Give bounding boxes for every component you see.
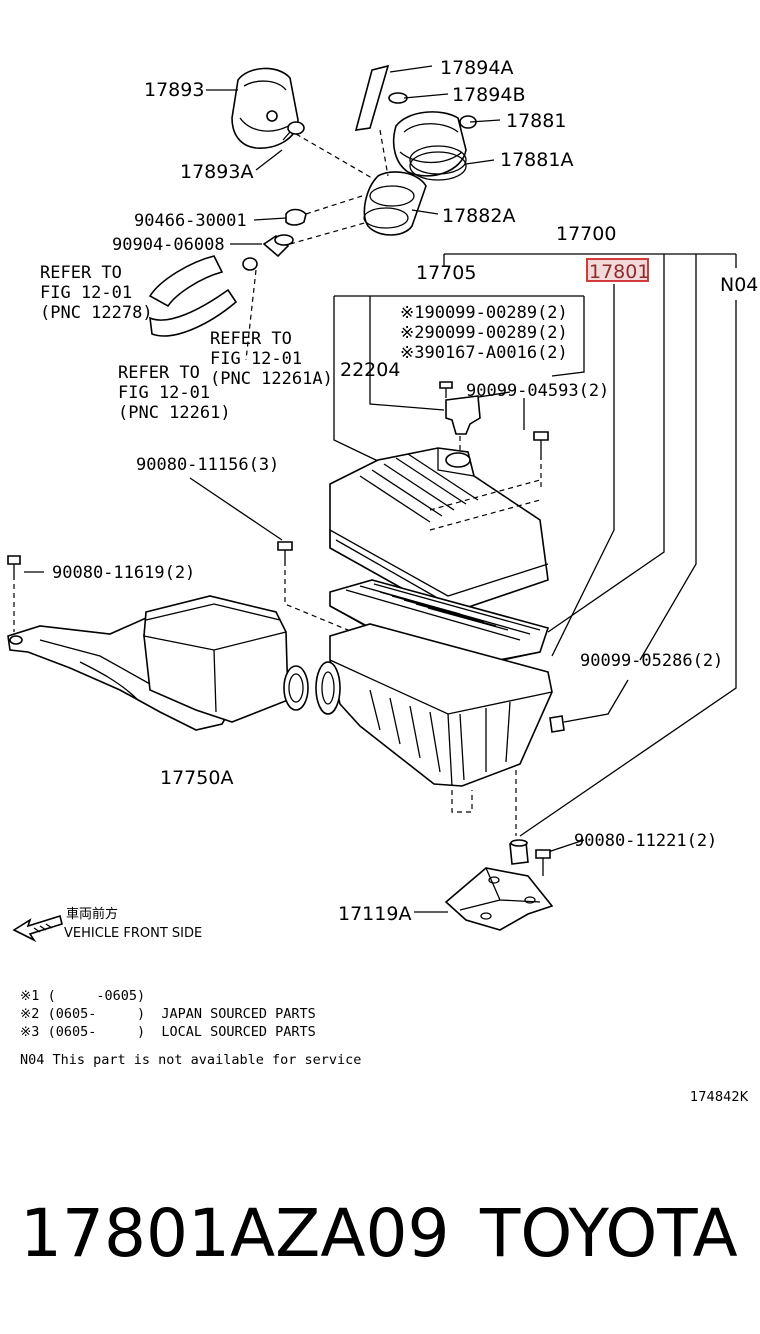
grommet-90099-05286: [549, 715, 565, 733]
screw-90099-04593: [533, 431, 549, 460]
screw-90080-11221: [535, 849, 551, 876]
ref2-line2: FIG 12-01: [210, 349, 302, 369]
label-N04: N04: [720, 274, 758, 296]
label-17882A: 17882A: [442, 205, 515, 227]
label-17893: 17893: [144, 79, 204, 101]
screw-90080-11156: [277, 541, 293, 566]
label-17705: 17705: [416, 262, 476, 284]
ref3-line3: (PNC 12261): [118, 403, 231, 423]
label-90099-00289-1: ※190099-00289(2): [400, 303, 568, 323]
front-side-en: VEHICLE FRONT SIDE: [64, 926, 202, 941]
label-90099-05286: 90099-05286(2): [580, 651, 723, 671]
label-17881: 17881: [506, 110, 566, 132]
ref3-line2: FIG 12-01: [118, 383, 210, 403]
clip-90466: [285, 208, 307, 226]
cushion-17119A: [509, 839, 529, 865]
ref1-line3: (PNC 12278): [40, 303, 153, 323]
screw-90080-11619: [7, 555, 21, 580]
note-1: ※1 ( -0605): [20, 988, 145, 1004]
note-2: ※2 (0605- ) JAPAN SOURCED PARTS: [20, 1006, 316, 1022]
ref-hose-12261: [149, 288, 238, 337]
hose-17882A: [363, 171, 427, 236]
clamp-17881A: [409, 145, 467, 181]
air-flow-meter-22204: [445, 395, 481, 450]
footer-brand: TOYOTA: [479, 1195, 738, 1272]
resonator-17893: [231, 67, 299, 149]
label-90904-06008: 90904-06008: [112, 235, 225, 255]
small-screw-top: [439, 381, 453, 398]
label-17700: 17700: [556, 223, 616, 245]
label-90080-11619: 90080-11619(2): [52, 563, 195, 583]
note-4: N04 This part is not available for servi…: [20, 1052, 361, 1068]
label-90099-00289-2: ※290099-00289(2): [400, 323, 568, 343]
bracket-17119A: [444, 867, 554, 931]
label-17893A: 17893A: [180, 161, 253, 183]
footer-part-number: 17801AZA09: [20, 1195, 449, 1272]
ref3-line1: REFER TO: [118, 363, 200, 383]
label-17750A: 17750A: [160, 767, 233, 789]
diagram-code: 174842K: [690, 1090, 749, 1105]
vehicle-front-arrow-icon: [12, 914, 63, 943]
ref1-line1: REFER TO: [40, 263, 122, 283]
clamp-17893A: [282, 121, 305, 141]
ref-hose-12278: [148, 255, 224, 308]
label-17801: 17801: [589, 261, 649, 283]
ref1-line2: FIG 12-01: [40, 283, 132, 303]
label-22204: 22204: [340, 359, 400, 381]
label-17894A: 17894A: [440, 57, 513, 79]
ref2-line3: (PNC 12261A): [210, 369, 333, 389]
label-17881A: 17881A: [500, 149, 573, 171]
label-90099-04593: 90099-04593(2): [466, 381, 609, 401]
air-cleaner-cap-17705: [329, 447, 549, 615]
front-side-jp: 車両前方: [66, 906, 118, 922]
fitting-90904: [242, 234, 294, 271]
inlet-duct-17750A: [7, 595, 309, 731]
ref2-line1: REFER TO: [210, 329, 292, 349]
label-90167-A0016: ※390167-A0016(2): [400, 343, 568, 363]
highlight-17801: [586, 258, 649, 282]
label-17119A: 17119A: [338, 903, 411, 925]
note-3: ※3 (0605- ) LOCAL SOURCED PARTS: [20, 1024, 316, 1040]
label-90080-11221: 90080-11221(2): [574, 831, 717, 851]
label-90466-30001: 90466-30001: [134, 211, 247, 231]
tube-17894A: [354, 64, 390, 131]
label-17894B: 17894B: [452, 84, 525, 106]
air-cleaner-case-lower: [315, 623, 553, 836]
label-90080-11156: 90080-11156(3): [136, 455, 279, 475]
